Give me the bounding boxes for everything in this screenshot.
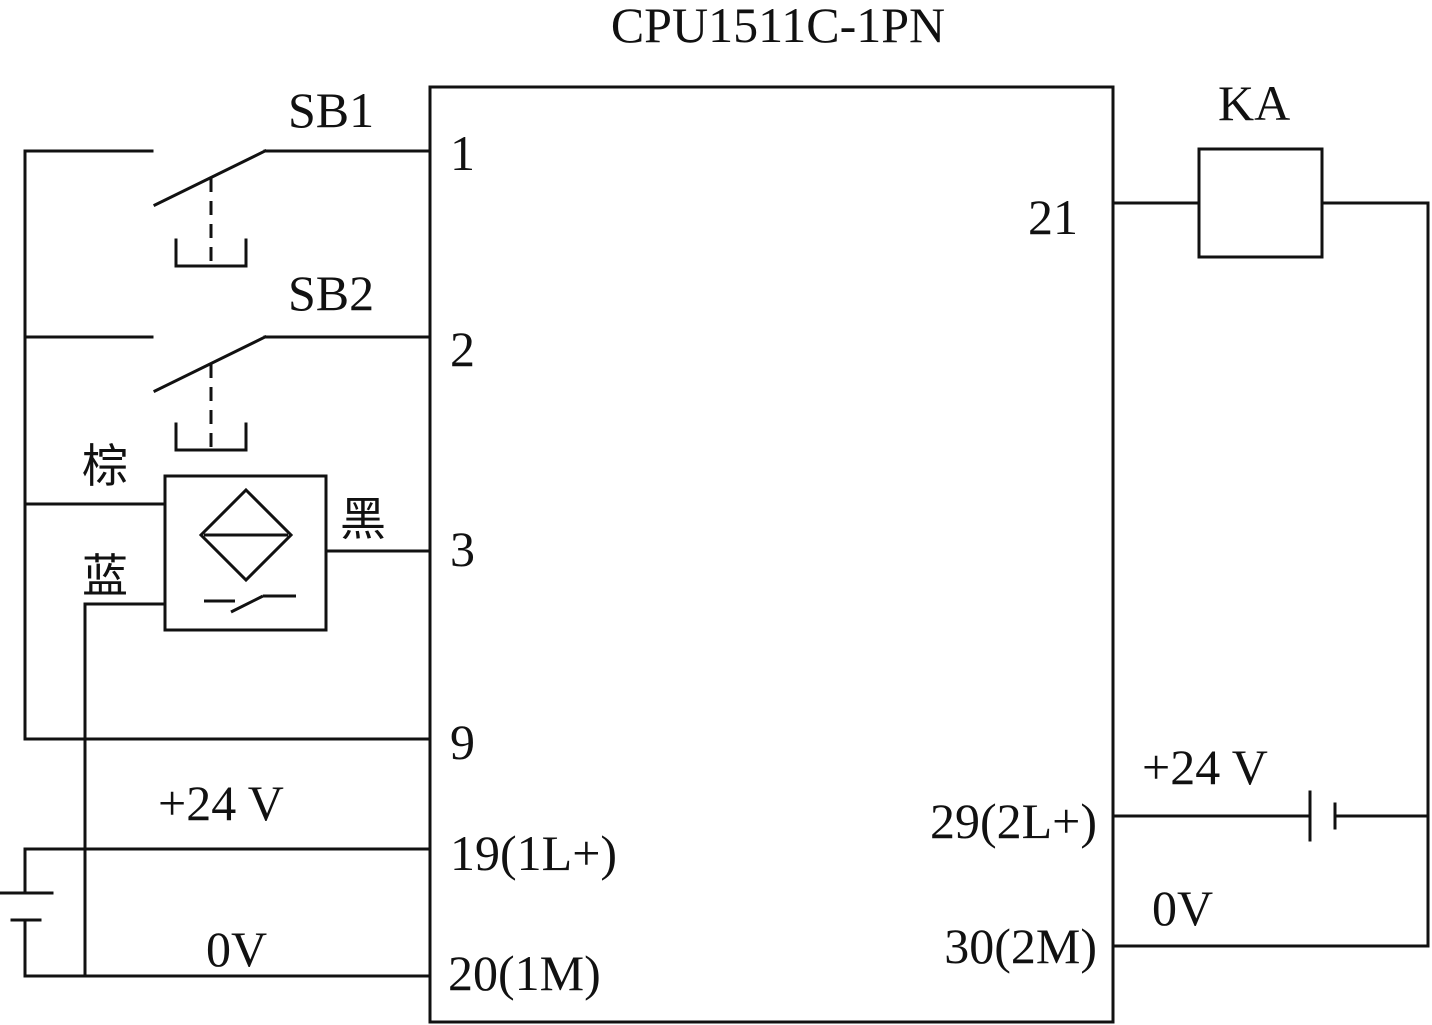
terminal-3-label: 3 xyxy=(450,521,475,577)
sb1-label: SB1 xyxy=(288,82,374,138)
right-supply-neg-label: 0V xyxy=(1152,880,1213,936)
sensor-blue-label: 蓝 xyxy=(82,549,128,603)
terminal-21-label: 21 xyxy=(1028,189,1078,245)
right-dc-supply xyxy=(1111,790,1430,842)
proximity-sensor xyxy=(83,474,432,978)
sensor-brown-label: 棕 xyxy=(82,439,128,493)
terminal-30-label: 30(2M) xyxy=(944,918,1097,974)
left-supply-neg-label: 0V xyxy=(206,921,267,977)
terminal-9-label: 9 xyxy=(450,714,475,770)
sb2-pushbutton xyxy=(152,334,432,452)
terminal-20-label: 20(1M) xyxy=(448,945,601,1001)
ka-relay-coil xyxy=(1111,147,1430,948)
sensor-black-label: 黑 xyxy=(340,492,386,546)
right-supply-pos-label: +24 V xyxy=(1142,739,1268,795)
terminal-19-label: 19(1L+) xyxy=(450,825,617,881)
terminal-2-label: 2 xyxy=(450,321,475,377)
left-supply-pos-label: +24 V xyxy=(158,775,284,831)
left-common-bus xyxy=(23,149,432,741)
sb2-label: SB2 xyxy=(288,265,374,321)
plc-title: CPU1511C-1PN xyxy=(611,0,945,53)
terminal-29-label: 29(2L+) xyxy=(930,793,1097,849)
left-dc-supply xyxy=(0,847,432,978)
ka-label: KA xyxy=(1218,75,1290,131)
plc-module-box xyxy=(428,85,1115,1024)
sb1-pushbutton xyxy=(152,148,432,268)
terminal-1-label: 1 xyxy=(450,125,475,181)
